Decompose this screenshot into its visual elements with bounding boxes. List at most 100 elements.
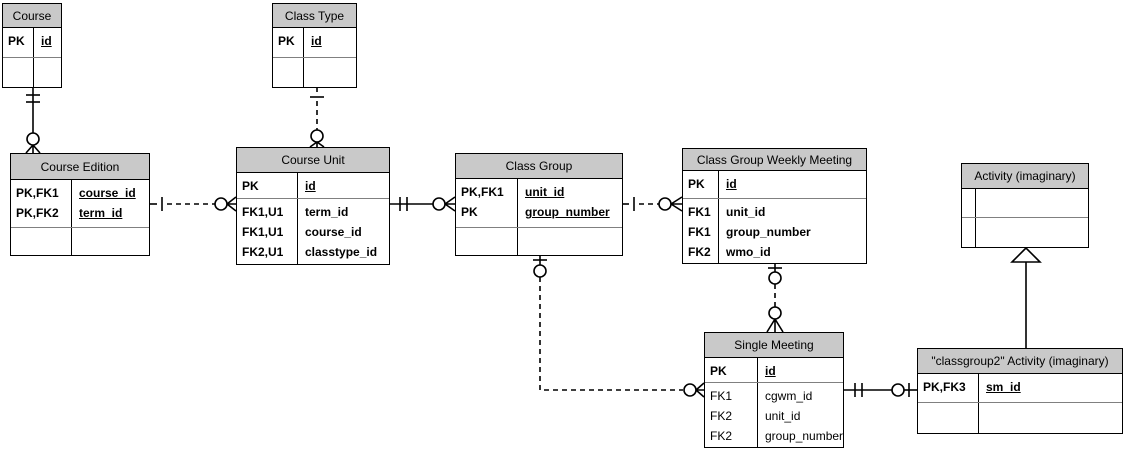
empty-section: [11, 228, 149, 255]
key-label: PK,FK1: [461, 185, 504, 199]
empty-section: [273, 58, 356, 87]
entity-title: Class Group Weekly Meeting: [683, 149, 866, 171]
crows-foot-icon: [25, 144, 41, 154]
key-label: FK1,U1: [242, 205, 284, 219]
attribute-name: id: [311, 34, 322, 48]
cardinality-zero-icon: [432, 197, 446, 211]
key-label: FK1: [688, 205, 711, 219]
attribute-name: term_id: [79, 206, 123, 220]
key-label: PK: [278, 34, 295, 48]
entity-single-meeting: Single Meeting PK id FK1 FK2 FK2 cgwm_id…: [704, 332, 844, 448]
entity-course: Course PK id: [2, 3, 62, 88]
empty-section: [456, 228, 622, 255]
attribute-name: unit_id: [765, 409, 801, 423]
key-section: PK id: [273, 28, 356, 58]
cardinality-zero-icon: [310, 129, 324, 143]
empty-section: [918, 403, 1122, 433]
relationship-single-meeting-classgroup2: [844, 383, 917, 397]
relationship-inheritance-classgroup2-activity: [1010, 246, 1042, 348]
cardinality-zero-icon: [533, 264, 547, 278]
key-label: PK,FK2: [16, 206, 59, 220]
crows-foot-icon: [309, 141, 325, 148]
empty-section: [962, 189, 1088, 218]
crows-foot-icon: [226, 196, 237, 212]
key-section: PK id: [683, 171, 866, 199]
entity-title: "classgroup2" Activity (imaginary): [918, 349, 1122, 374]
key-section: PK,FK3 sm_id: [918, 374, 1122, 403]
relationship-classtype-course-unit: [309, 86, 325, 148]
attribute-name: group_number: [525, 205, 610, 219]
crows-foot-icon: [695, 382, 705, 398]
key-label: FK2: [710, 409, 733, 423]
key-section: PK id: [3, 28, 61, 58]
attribute-name: id: [305, 179, 316, 193]
attribute-name: group_number: [726, 225, 811, 239]
attribute-section: FK1 FK2 FK2 cgwm_id unit_id group_number: [705, 383, 843, 447]
key-section: PK,FK1 PK,FK2 course_id term_id: [11, 180, 149, 228]
attribute-name: classtype_id: [305, 245, 378, 259]
attribute-name: wmo_id: [726, 245, 771, 259]
key-label: FK2,U1: [242, 245, 284, 259]
entity-title: Single Meeting: [705, 333, 843, 358]
entity-title: Course: [3, 4, 61, 28]
crows-foot-icon: [670, 196, 683, 212]
empty-section: [962, 218, 1088, 247]
key-label: FK2: [710, 429, 733, 443]
relationship-course-unit-class-group: [390, 196, 456, 212]
key-label: PK: [8, 34, 25, 48]
entity-course-unit: Course Unit PK id FK1,U1 FK1,U1 FK2,U1 t…: [236, 147, 390, 265]
entity-class-group-weekly-meeting: Class Group Weekly Meeting PK id FK1 FK1…: [682, 148, 867, 264]
attribute-name: cgwm_id: [765, 389, 813, 403]
key-label: PK: [461, 205, 478, 219]
attribute-name: group_number: [765, 429, 844, 443]
entity-course-edition: Course Edition PK,FK1 PK,FK2 course_id t…: [10, 153, 150, 256]
attribute-name: id: [726, 177, 737, 191]
relationship-course-course-edition: [25, 86, 41, 154]
key-label: FK1: [688, 225, 711, 239]
cardinality-zero-icon: [658, 197, 672, 211]
entity-class-type: Class Type PK id: [272, 3, 357, 88]
empty-section: [3, 58, 61, 87]
attribute-name: sm_id: [986, 380, 1021, 394]
attribute-name: course_id: [79, 186, 136, 200]
relationship-cgwm-single-meeting: [766, 264, 784, 333]
attribute-name: id: [765, 364, 776, 378]
cardinality-zero-icon: [768, 271, 782, 285]
entity-title: Course Unit: [237, 148, 389, 173]
entity-title: Activity (imaginary): [962, 164, 1088, 189]
key-label: PK: [710, 364, 727, 378]
key-label: PK: [688, 177, 705, 191]
key-label: PK,FK1: [16, 186, 59, 200]
key-label: PK,FK3: [923, 380, 966, 394]
key-section: PK,FK1 PK unit_id group_number: [456, 179, 622, 228]
entity-title: Class Type: [273, 4, 356, 28]
crows-foot-icon: [444, 196, 456, 212]
cardinality-zero-icon: [214, 197, 228, 211]
attribute-section: FK1 FK1 FK2 unit_id group_number wmo_id: [683, 199, 866, 263]
crows-foot-icon: [766, 318, 784, 333]
cardinality-zero-icon: [891, 383, 905, 397]
attribute-name: id: [41, 34, 52, 48]
key-section: PK id: [237, 173, 389, 199]
key-label: FK1,U1: [242, 225, 284, 239]
key-label: PK: [242, 179, 259, 193]
entity-class-group: Class Group PK,FK1 PK unit_id group_numb…: [455, 153, 623, 256]
attribute-name: course_id: [305, 225, 362, 239]
relationship-course-edition-course-unit: [150, 196, 237, 212]
attribute-name: term_id: [305, 205, 349, 219]
key-label: FK1: [710, 389, 733, 403]
entity-title: Class Group: [456, 154, 622, 179]
cardinality-zero-icon: [26, 132, 40, 146]
key-label: FK2: [688, 245, 711, 259]
relationship-class-group-single-meeting: [533, 256, 705, 398]
cardinality-zero-icon: [768, 306, 782, 320]
attribute-name: unit_id: [525, 185, 565, 199]
cardinality-zero-icon: [683, 383, 697, 397]
relationship-class-group-cgwm: [623, 196, 683, 212]
key-section: PK id: [705, 358, 843, 383]
attribute-name: unit_id: [726, 205, 766, 219]
inheritance-triangle-icon: [1010, 246, 1042, 263]
attribute-section: FK1,U1 FK1,U1 FK2,U1 term_id course_id c…: [237, 199, 389, 264]
